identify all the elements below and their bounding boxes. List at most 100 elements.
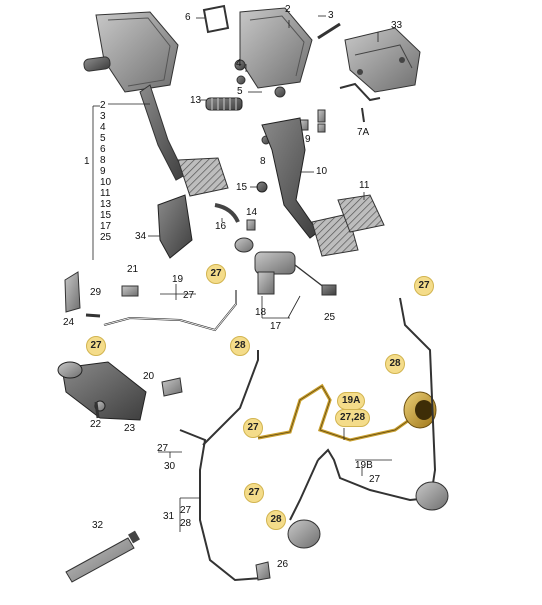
callout-badge-27: 27 <box>244 483 264 503</box>
label-16: 16 <box>215 221 227 232</box>
label-19: 19 <box>172 274 184 285</box>
label-27: 27 <box>369 474 381 485</box>
bush-part <box>236 75 246 85</box>
label-24: 24 <box>63 317 75 328</box>
clip-part <box>255 561 271 581</box>
group-list-item: 25 <box>100 232 112 243</box>
label-7a: 7A <box>357 127 370 138</box>
label-33: 33 <box>391 20 403 31</box>
label-11: 11 <box>359 180 370 191</box>
group-list-item: 17 <box>100 221 112 232</box>
clutch-pedal <box>261 117 359 257</box>
group-list-item: 15 <box>100 210 112 221</box>
label-29: 29 <box>90 287 102 298</box>
pipe-lower <box>289 459 319 521</box>
label-1: 1 <box>84 156 90 167</box>
label-20: 20 <box>143 371 155 382</box>
label-27: 27 <box>157 443 169 454</box>
callout-badge-27: 27 <box>243 418 263 438</box>
label-26: 26 <box>277 559 289 570</box>
pipe-19b <box>317 448 431 502</box>
bearing-part <box>415 481 449 511</box>
pin-part <box>361 107 365 123</box>
group-list-item: 8 <box>100 155 106 166</box>
pipe-31 <box>179 429 263 582</box>
group-list-item: 9 <box>100 166 106 177</box>
label-17: 17 <box>270 321 282 332</box>
hose-part <box>214 203 240 223</box>
spring-part <box>205 97 243 111</box>
label-27: 27 <box>180 505 192 516</box>
label-15: 15 <box>236 182 248 193</box>
label-6: 6 <box>185 12 191 23</box>
callout-badge-27: 27 <box>206 264 226 284</box>
screw-part <box>317 22 341 40</box>
pipe-right <box>399 297 437 491</box>
gasket-part <box>202 4 230 34</box>
label-5: 5 <box>237 86 243 97</box>
bolt-part <box>85 313 101 318</box>
callout-badge-28: 28 <box>385 354 405 374</box>
group-list-item: 10 <box>100 177 112 188</box>
label-8: 8 <box>260 156 266 167</box>
label-14: 14 <box>246 207 258 218</box>
label-21: 21 <box>127 264 139 275</box>
label-19b: 19B <box>355 460 373 471</box>
group-list-item: 6 <box>100 144 106 155</box>
callout-badge-28: 28 <box>230 336 250 356</box>
callout-badge-27: 27 <box>86 336 106 356</box>
label-31: 31 <box>163 511 175 522</box>
callout-badge-19a: 19A <box>337 392 366 410</box>
bracket-part <box>64 271 81 313</box>
group-list-item: 5 <box>100 133 106 144</box>
mounting-bracket <box>344 27 421 93</box>
label-30: 30 <box>164 461 176 472</box>
group-list-item: 11 <box>100 188 111 199</box>
label-9: 9 <box>305 134 311 145</box>
pedal-bracket-left <box>83 11 229 197</box>
pipe-19 <box>103 290 237 331</box>
bush-part <box>317 123 326 133</box>
label-4: 4 <box>236 58 242 69</box>
leader-lines <box>92 15 392 532</box>
label-32: 32 <box>92 520 104 531</box>
slave-cylinder <box>57 361 147 421</box>
label-34: 34 <box>135 231 147 242</box>
bolt-part <box>94 401 100 419</box>
pedal-pad <box>337 194 385 233</box>
group-list-item: 2 <box>100 100 106 111</box>
label-10: 10 <box>316 166 328 177</box>
callout-badge-27: 27 <box>414 276 434 296</box>
stop-part <box>256 181 268 193</box>
label-22: 22 <box>90 419 102 430</box>
label-3: 3 <box>328 10 334 21</box>
pipe-27 <box>202 350 259 446</box>
grease-tube <box>65 530 140 583</box>
release-bearing <box>403 391 437 429</box>
connector-part <box>161 377 183 397</box>
bush-part <box>317 109 326 123</box>
clip-part <box>339 82 381 102</box>
label-13: 13 <box>190 95 202 106</box>
callout-badge-28: 28 <box>266 510 286 530</box>
label-27: 27 <box>183 290 195 301</box>
clip-part <box>246 219 256 231</box>
hose-19a <box>257 385 413 441</box>
pedal-bracket-right <box>234 7 313 98</box>
master-cylinder <box>234 237 337 296</box>
clip-part <box>121 285 139 297</box>
label-2: 2 <box>285 4 291 15</box>
group-list: 2 3 4 5 6 8 9 10 11 13 15 17 25 <box>100 100 111 243</box>
group-list-item: 13 <box>100 199 112 210</box>
callout-badge-27-28: 27,28 <box>335 409 371 427</box>
label-18: 18 <box>255 307 267 318</box>
group-list-item: 4 <box>100 122 106 133</box>
label-23: 23 <box>124 423 136 434</box>
bearing-part <box>287 519 321 549</box>
support-bracket <box>157 194 193 259</box>
label-28: 28 <box>180 518 192 529</box>
group-list-item: 3 <box>100 111 106 122</box>
label-25: 25 <box>324 312 336 323</box>
